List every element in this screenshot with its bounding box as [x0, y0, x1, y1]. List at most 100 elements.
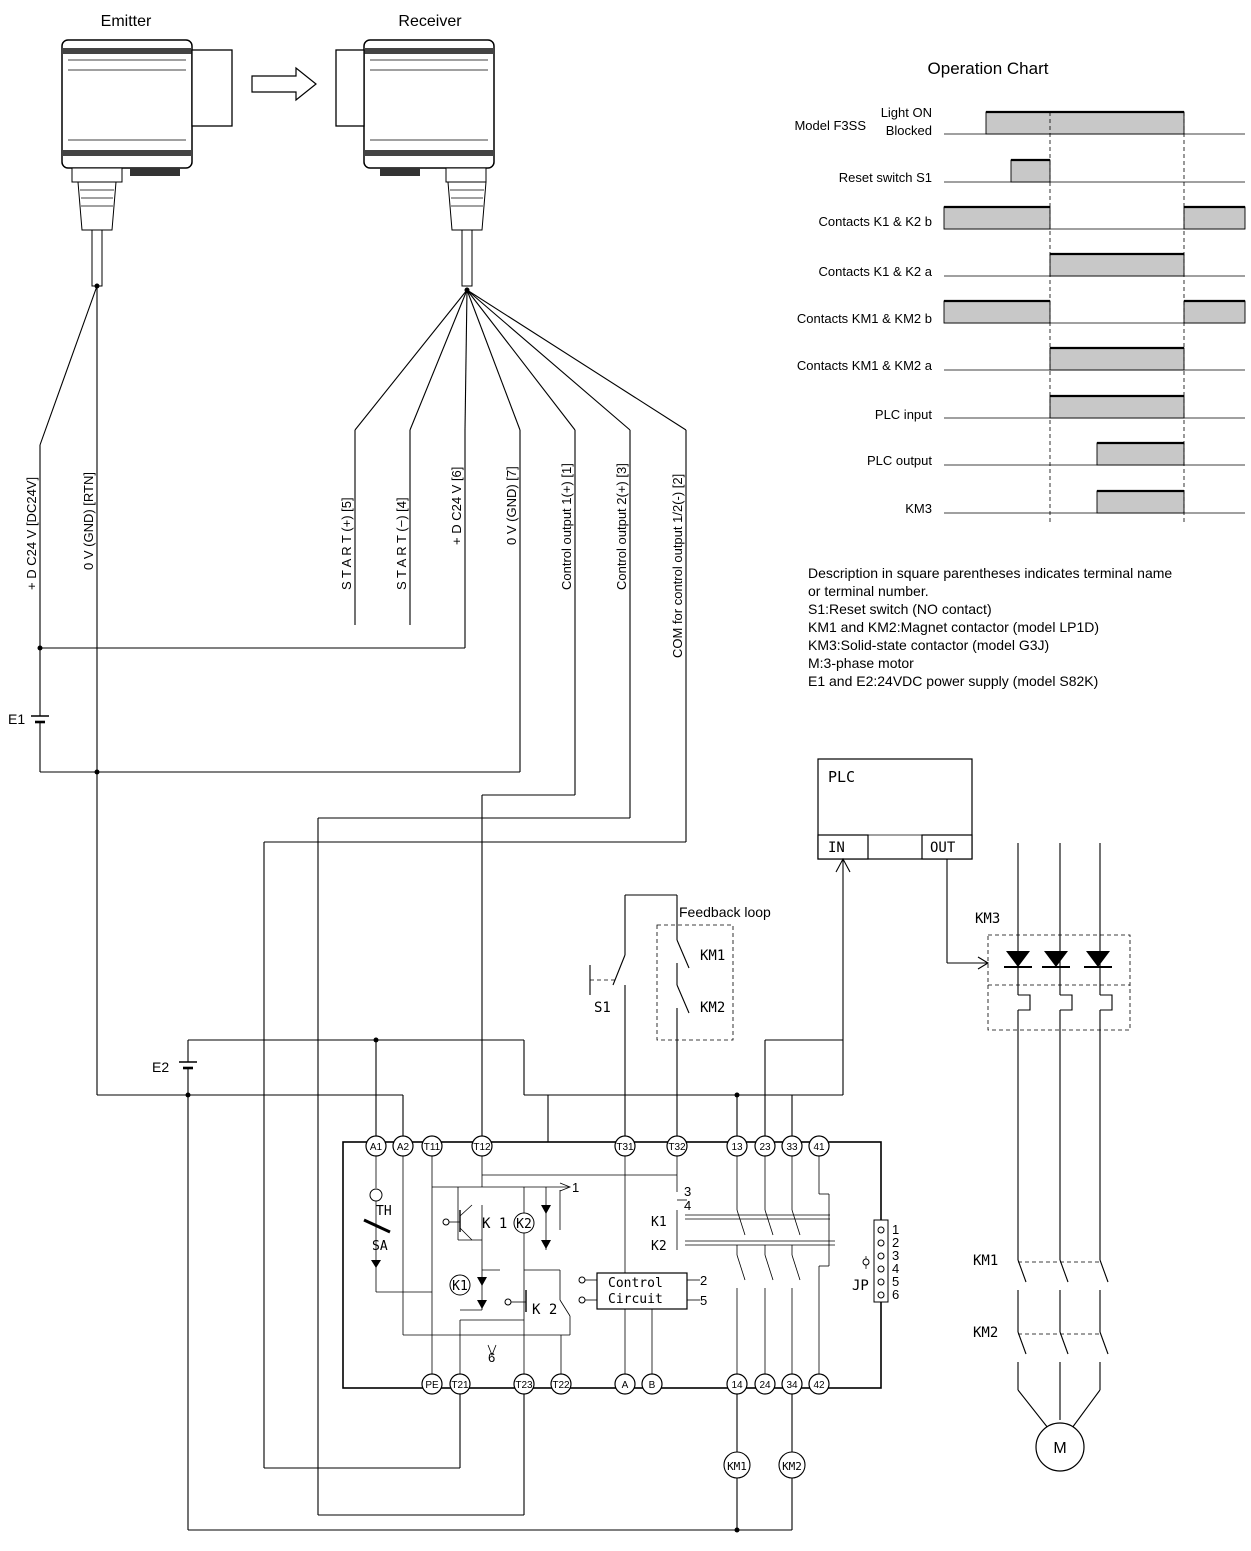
chart-row-label-5: Contacts KM1 & KM2 a — [797, 358, 933, 373]
relay-num-2: 2 — [700, 1273, 707, 1288]
relay-num-1: 1 — [572, 1180, 579, 1195]
note-0: Description in square parentheses indica… — [808, 565, 1172, 581]
motor-lines — [1017, 843, 1109, 1472]
k2-contact-label: K2 — [651, 1239, 667, 1254]
relay-k2-label: K 2 — [532, 1302, 557, 1318]
wire-label-emitter-dc: + D C24 V [DC24V] — [24, 477, 39, 590]
plc-in-label: IN — [828, 840, 845, 856]
e1-label: E1 — [8, 711, 25, 727]
wire-label-start-minus: S T A R T (−) [4] — [394, 497, 409, 590]
terminal-top-9: 41 — [813, 1142, 825, 1153]
plc-block — [817, 758, 973, 860]
jp-num-3: 3 — [892, 1248, 899, 1263]
chart-row-label-8: KM3 — [905, 501, 932, 516]
plc-label: PLC — [828, 768, 855, 786]
terminal-bottom-6: 14 — [731, 1380, 743, 1391]
feedback-label: Feedback loop — [679, 904, 771, 920]
terminals-bottom — [421, 1373, 830, 1395]
terminal-top-4: T31 — [616, 1142, 634, 1153]
plc-out-label: OUT — [930, 840, 956, 856]
emitter-wires — [39, 283, 100, 1095]
chart-row-label-7: PLC output — [867, 453, 932, 468]
fb-km1-label: KM1 — [700, 948, 725, 964]
terminal-bottom-1: T21 — [451, 1380, 469, 1391]
chart-row-sub2: Blocked — [886, 123, 932, 138]
terminal-bottom-4: A — [622, 1380, 629, 1391]
thyristor-icon — [1004, 951, 1112, 968]
relay-k2-coil: K2 — [516, 1217, 532, 1232]
wire-label-ctrl2: Control output 2(+) [3] — [614, 463, 629, 590]
safety-relay — [342, 1141, 882, 1389]
chart-row-label-2: Contacts K1 & K2 b — [819, 214, 932, 229]
chart-row-sub1: Light ON — [881, 105, 932, 120]
terminal-top-2: T11 — [424, 1142, 441, 1153]
motor-label: M — [1053, 1440, 1066, 1457]
note-2: S1:Reset switch (NO contact) — [808, 601, 992, 617]
jp-label: JP — [852, 1278, 869, 1294]
feedback-loop — [589, 894, 734, 1142]
terminal-bottom-5: B — [649, 1380, 656, 1391]
relay-num-4: 4 — [684, 1198, 691, 1213]
relay-num-6: 6 — [488, 1350, 495, 1365]
control-label-2: Circuit — [608, 1292, 663, 1307]
jp-num-6: 6 — [892, 1287, 899, 1302]
receiver-label: Receiver — [398, 13, 462, 30]
terminal-top-1: A2 — [397, 1142, 410, 1153]
chart-title: Operation Chart — [928, 59, 1049, 78]
e1-battery — [31, 700, 49, 772]
jp-num-2: 2 — [892, 1235, 899, 1250]
k1-contact-label: K1 — [651, 1215, 667, 1230]
wire-label-com: COM for control output 1/2(-) [2] — [670, 474, 685, 658]
receiver-wires — [37, 287, 687, 1515]
km1-contact-label: KM1 — [973, 1253, 998, 1269]
terminal-bottom-0: PE — [425, 1380, 439, 1391]
km2-contact-label: KM2 — [973, 1325, 998, 1341]
jp-num-1: 1 — [892, 1222, 899, 1237]
chart-row-label-1: Reset switch S1 — [839, 170, 932, 185]
receiver-device — [335, 39, 495, 287]
plc-wires — [792, 857, 990, 1096]
chart-row-label-3: Contacts K1 & K2 a — [819, 264, 933, 279]
terminal-top-3: T12 — [473, 1142, 491, 1153]
km3-label: KM3 — [975, 911, 1000, 927]
chart-row-label-6: PLC input — [875, 407, 932, 422]
terminal-bottom-9: 42 — [813, 1380, 825, 1391]
terminal-bottom-3: T22 — [552, 1380, 570, 1391]
terminal-top-6: 13 — [731, 1142, 743, 1153]
relay-k1-label: K 1 — [482, 1216, 507, 1232]
e2-label: E2 — [152, 1059, 169, 1075]
note-5: M:3-phase motor — [808, 655, 914, 671]
terminal-bottom-7: 24 — [759, 1380, 771, 1391]
wire-label-emitter-gnd: 0 V (GND) [RTN] — [81, 472, 96, 570]
note-6: E1 and E2:24VDC power supply (model S82K… — [808, 673, 1098, 689]
terminal-top-5: T32 — [668, 1142, 686, 1153]
chart-row-label-0: Model F3SS — [794, 118, 866, 133]
operation-chart: Model F3SS Light ON Blocked Reset switch… — [794, 105, 1246, 525]
jp-num-5: 5 — [892, 1274, 899, 1289]
relay-num-5: 5 — [700, 1293, 707, 1308]
fb-km2-label: KM2 — [700, 1000, 725, 1016]
terminal-top-8: 33 — [786, 1142, 798, 1153]
wire-label-dc24: + D C24 V [6] — [449, 467, 464, 545]
km1-coil-label: KM1 — [727, 1460, 747, 1473]
th-label: TH — [376, 1204, 392, 1219]
emitter-label: Emitter — [101, 13, 152, 30]
terminal-bottom-8: 34 — [786, 1380, 798, 1391]
terminal-bottom-2: T23 — [515, 1380, 533, 1391]
chart-row-label-4: Contacts KM1 & KM2 b — [797, 311, 932, 326]
jp-num-4: 4 — [892, 1261, 899, 1276]
terminal-top-0: A1 — [370, 1142, 383, 1153]
terminal-top-7: 23 — [759, 1142, 771, 1153]
arrow-emitter-to-receiver — [251, 66, 317, 102]
relay-num-3: 3 — [684, 1184, 691, 1199]
note-3: KM1 and KM2:Magnet contactor (model LP1D… — [808, 619, 1099, 635]
s1-label: S1 — [594, 1000, 611, 1016]
emitter-device — [61, 39, 233, 287]
note-4: KM3:Solid-state contactor (model G3J) — [808, 637, 1049, 653]
relay-internals — [363, 1156, 889, 1374]
control-label-1: Control — [608, 1276, 663, 1291]
notes: Description in square parentheses indica… — [808, 565, 1172, 689]
wire-label-ctrl1: Control output 1(+) [1] — [559, 463, 574, 590]
relay-bottom-wiring — [264, 1394, 806, 1531]
